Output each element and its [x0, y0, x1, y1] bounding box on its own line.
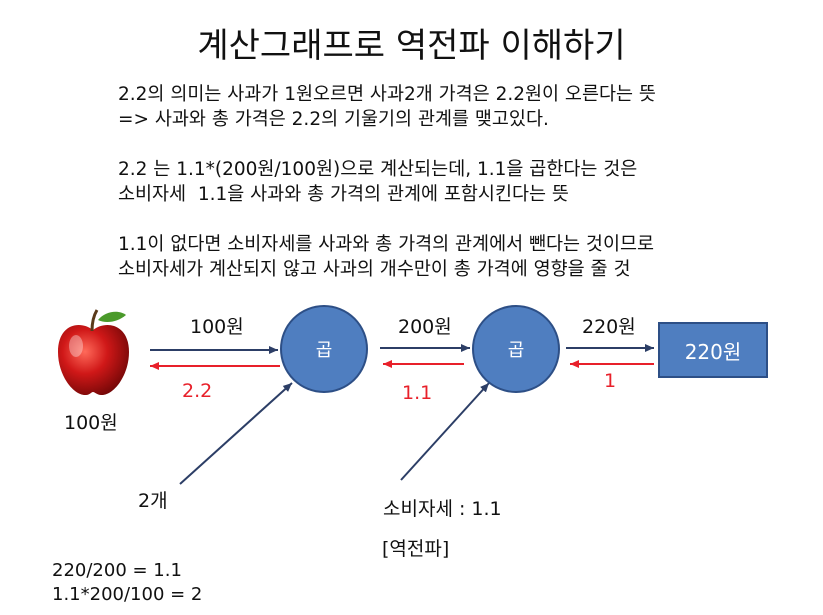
backward-gradient-3: 1 [604, 370, 617, 392]
consumption-tax-label: 소비자세 : 1.1 [383, 498, 502, 520]
backward-gradient-2: 1.1 [402, 382, 433, 404]
backprop-caption: [역전파] [382, 538, 450, 560]
paragraph-calculation: 2.2 는 1.1*(200원/100원)으로 계산되는데, 1.1을 곱한다는… [118, 159, 638, 205]
formula-1: 220/200 = 1.1 [52, 560, 182, 581]
output-box: 220원 [658, 322, 768, 378]
paragraph-without-tax: 1.1이 없다면 소비자세를 사과와 총 가격의 관계에서 뺀다는 것이므로 소… [118, 234, 655, 280]
apple-icon [58, 309, 129, 396]
multiply-node-1: 곱 [280, 305, 368, 393]
apple-price-label: 100원 [64, 412, 118, 434]
paragraph-gradient-meaning: 2.2의 의미는 사과가 1원오르면 사과2개 가격은 2.2원이 오른다는 뜻… [118, 84, 656, 130]
forward-value-2: 200원 [398, 316, 452, 338]
multiply-node-2: 곱 [472, 305, 560, 393]
slide-title: 계산그래프로 역전파 이해하기 [197, 26, 626, 66]
formula-2: 1.1*200/100 = 2 [52, 584, 203, 605]
forward-value-1: 100원 [190, 316, 244, 338]
apple-count-label: 2개 [138, 490, 168, 512]
input-edge-count-to-mul1 [179, 382, 293, 485]
forward-value-3: 220원 [582, 316, 636, 338]
input-edge-tax-to-mul2 [400, 382, 490, 481]
backward-gradient-1: 2.2 [182, 380, 213, 402]
